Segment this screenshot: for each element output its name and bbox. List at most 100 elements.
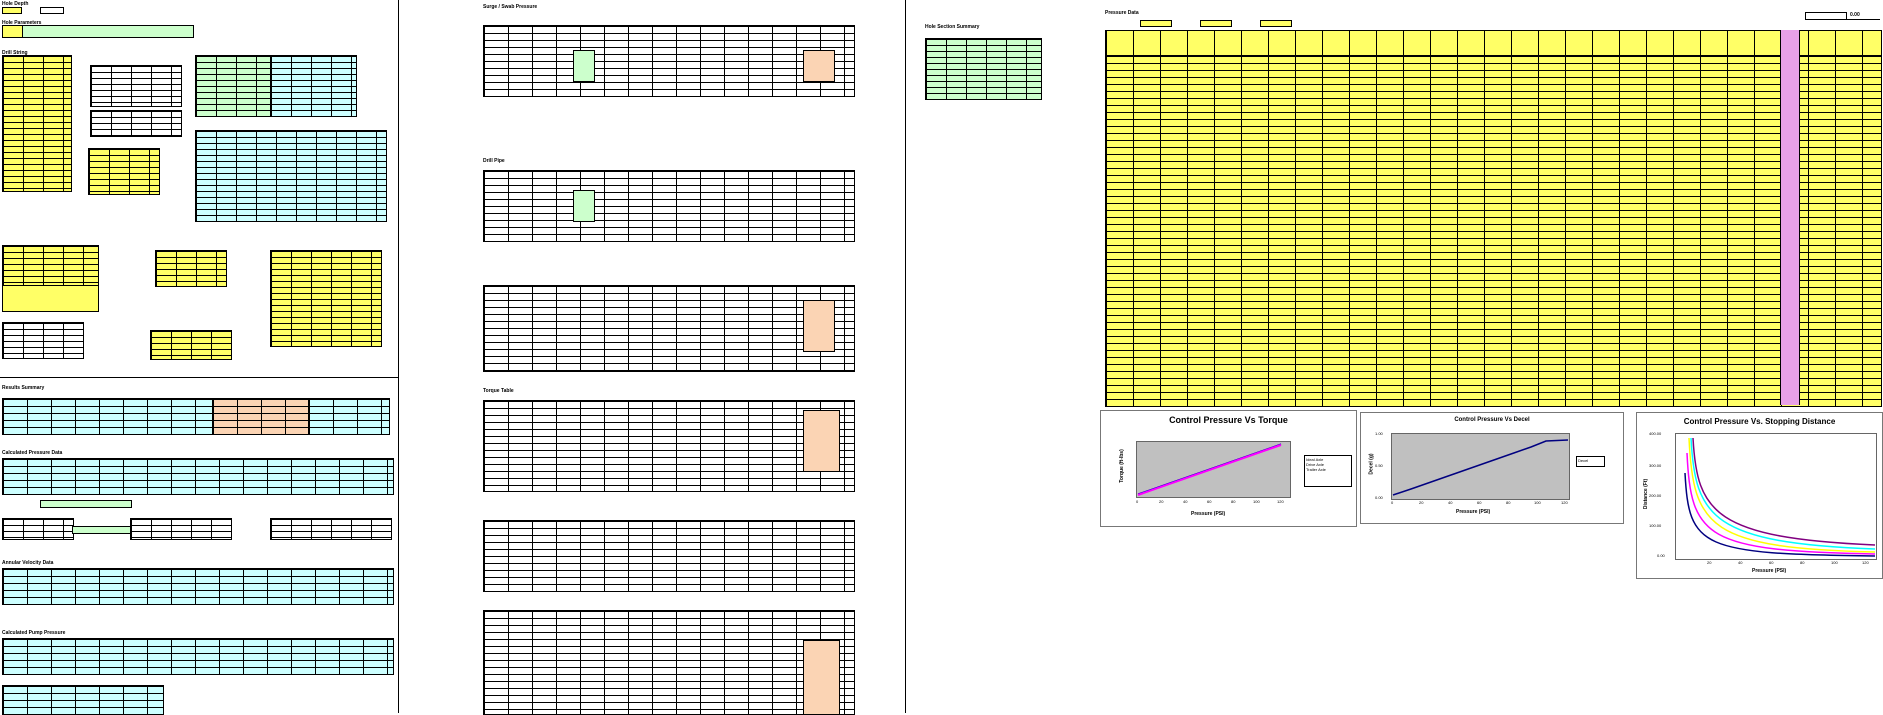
pump-pressure-table[interactable] [2,638,394,675]
x-tick: 100 [1831,560,1838,565]
y-axis-label: Torque (ft-lbs) [1118,449,1125,483]
input-cell[interactable] [1140,20,1172,27]
x-tick: 60 [1477,500,1482,505]
x-tick: 120 [1862,560,1869,565]
y-axis-label: Decel (g) [1368,453,1375,475]
x-tick: 40 [1738,560,1743,565]
chart-title: Control Pressure Vs. Stopping Distance [1683,417,1836,426]
distance-curves [1684,437,1875,557]
x-tick: 20 [1159,499,1164,504]
input-cell[interactable] [1200,20,1232,27]
line-correction-value: 0.00 [1850,12,1860,18]
x-tick: 0 [1136,499,1139,504]
note-cell [2,25,24,38]
mud-input-table[interactable] [2,245,99,287]
input-cell[interactable] [1260,20,1292,27]
pressure-data-table[interactable] [2,458,394,495]
plot-area [1391,433,1570,500]
legend-item: Drive Axle [1306,462,1325,467]
torque-lines [1137,443,1282,496]
x-tick: 100 [1253,499,1260,504]
mud-props-table[interactable] [195,130,387,222]
x-tick: 120 [1561,500,1568,505]
results-table-orange[interactable] [212,398,310,435]
legend: Decel [1576,456,1605,467]
series-line-decel [1392,439,1568,496]
series-line-50mph [1690,437,1875,550]
torque-table-2[interactable] [483,520,855,592]
series-line-20mph [1684,472,1875,557]
casing-table[interactable] [270,55,357,117]
flow-table[interactable] [2,322,84,359]
torque-table-3[interactable] [483,610,855,715]
x-tick: 80 [1506,500,1511,505]
x-axis-label: Pressure (PSI) [1191,511,1226,517]
x-tick: 60 [1769,560,1774,565]
section-label: Torque Table [483,388,514,394]
y-tick: 300.00 [1649,463,1662,468]
annular-velocity-table[interactable] [2,568,394,605]
calc-table[interactable] [270,250,382,347]
dp-green-col [573,190,595,222]
y-tick: 400.00 [1649,431,1662,436]
ecd-row [72,526,134,534]
section-divider [0,377,398,378]
legend-item: Decel [1578,458,1589,463]
column-divider [905,0,906,713]
results-table[interactable] [2,398,214,435]
data-grid-header [1105,30,1882,57]
chart-pressure-decel: Control Pressure Vs Decel Decel Pressure… [1360,412,1624,524]
yellow-note-block [2,285,99,312]
x-tick: 80 [1800,560,1805,565]
ok-cell[interactable] [40,7,64,14]
output-table[interactable] [155,250,227,287]
results-underline [1810,19,1880,20]
x-tick: 60 [1207,499,1212,504]
drill-pipe-table[interactable] [483,170,855,242]
legend-item: Trailer Axle [1306,467,1326,472]
legend: Ideal Axle Drive Axle Trailer Axle [1304,455,1352,487]
chart-title: Control Pressure Vs Torque [1169,415,1288,425]
chart-pressure-stopping-distance: Control Pressure Vs. Stopping Distance P… [1636,412,1883,579]
plot-area [1675,433,1877,560]
pump-pressure-table-2[interactable] [2,685,164,715]
x-tick: 40 [1183,499,1188,504]
y-tick: 0.00 [1375,495,1383,500]
ecd-table-3[interactable] [270,518,392,540]
hole-depth-input[interactable] [2,7,22,14]
hole-data-table[interactable] [195,55,282,117]
section-label: Hole Parameters [2,20,42,26]
x-tick: 100 [1534,500,1541,505]
pressure-data-grid[interactable] [1105,55,1882,407]
bit-table[interactable] [90,65,182,107]
pressure-data-label: Pressure Data [1105,10,1139,16]
hole-section-summary[interactable] [925,38,1042,100]
ecd-table-2[interactable] [130,518,232,540]
x-tick: 20 [1707,560,1712,565]
nozzle-table[interactable] [88,148,160,195]
x-tick: 120 [1277,499,1284,504]
chart-title: Control Pressure Vs Decel [1454,417,1530,423]
drill-string-table[interactable] [2,55,72,192]
highlight-column [1780,30,1800,405]
x-tick: 40 [1448,500,1453,505]
section-label: Annular Velocity Data [2,560,54,566]
x-tick: 20 [1419,500,1424,505]
torque-orange-col-2 [803,640,840,715]
ecd-table[interactable] [2,518,74,540]
column-divider [398,0,399,713]
pump-table[interactable] [90,110,182,137]
torque-table-1[interactable] [483,400,855,492]
y-tick: 0.50 [1375,463,1383,468]
surge-table-1[interactable] [483,25,855,97]
x-axis-label: Pressure (PSI) [1752,568,1787,574]
dc-orange-col [803,300,835,352]
drill-collar-table[interactable] [483,285,855,372]
x-tick: 0 [1391,500,1394,505]
section-label: Hole Section Summary [925,24,980,30]
torque-orange-col [803,410,840,472]
results-table-2[interactable] [308,398,390,435]
section-label: Surge / Swab Pressure [483,4,538,10]
chart-pressure-torque: Control Pressure Vs Torque Ideal Axle Dr… [1100,410,1357,527]
volume-table[interactable] [150,330,232,360]
